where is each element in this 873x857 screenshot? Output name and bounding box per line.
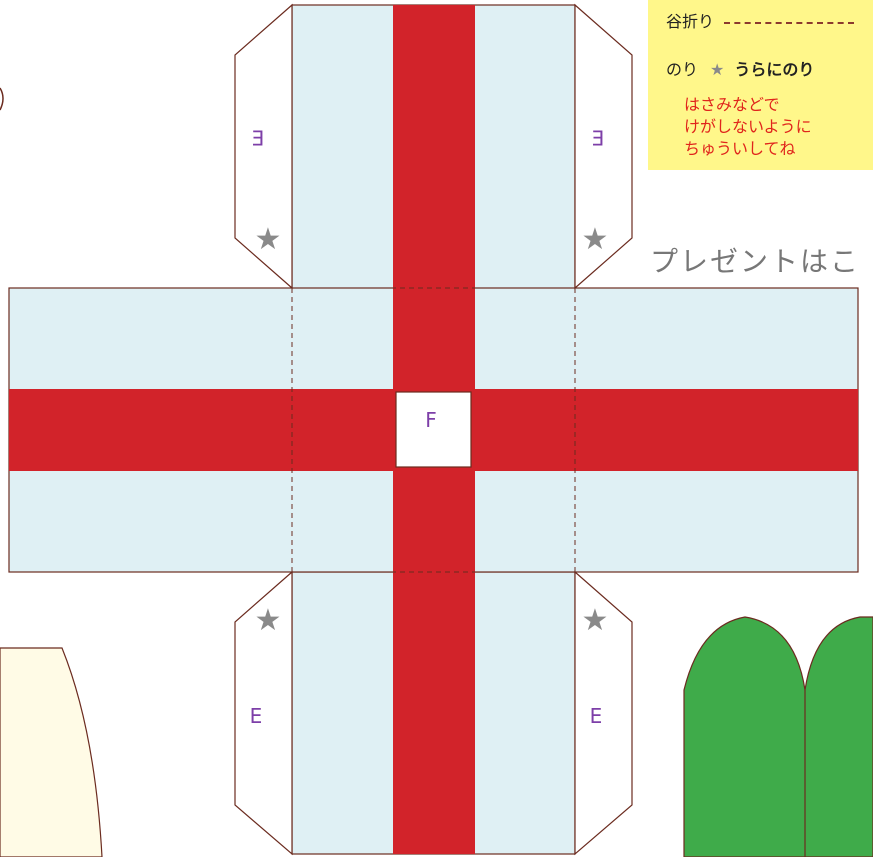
legend-box: 谷折り のり ★ うらにのり はさみなどで けがしないように ちゅういしてね [648,0,873,170]
warning-line: ちゅういしてね [684,139,796,158]
tab-bottom-left-label: E [250,704,263,728]
glue-star-icon: ★ [582,603,609,638]
legend-valley-fold: 谷折り [666,8,855,32]
valley-fold-label: 谷折り [666,12,715,31]
glue-star-icon: ★ [255,603,282,638]
valley-fold-lines [291,287,576,573]
glue-label: のり [666,60,699,79]
tab-bottom-right [574,570,633,856]
tab-bottom-right-label: E [590,704,603,728]
warning-line: はさみなどで [684,95,780,114]
glue-star-icon: ★ [255,222,282,257]
legend-glue: のり ★ うらにのり [666,56,814,80]
glue-star-icon: ★ [710,60,725,79]
tab-top-left-label: E [252,127,265,151]
tab-bottom-left [234,570,293,856]
center-face [395,391,472,468]
box-title: プレゼントはこ [650,245,861,278]
warning-line: けがしないように [684,117,812,136]
green-tree-shape [683,616,873,857]
tab-top-right-label: E [592,127,605,151]
glue-star-icon: ★ [582,222,609,257]
glue-back-label: うらにのり [734,60,815,79]
tab-top-right [574,3,633,290]
valley-fold-line-sample [724,21,855,24]
cream-shape [0,647,103,857]
safety-warning: はさみなどで けがしないように ちゅういしてね [684,94,812,160]
tab-top-left [234,3,293,290]
left-edge-curve [0,87,4,111]
face-center-label: F [425,408,437,432]
